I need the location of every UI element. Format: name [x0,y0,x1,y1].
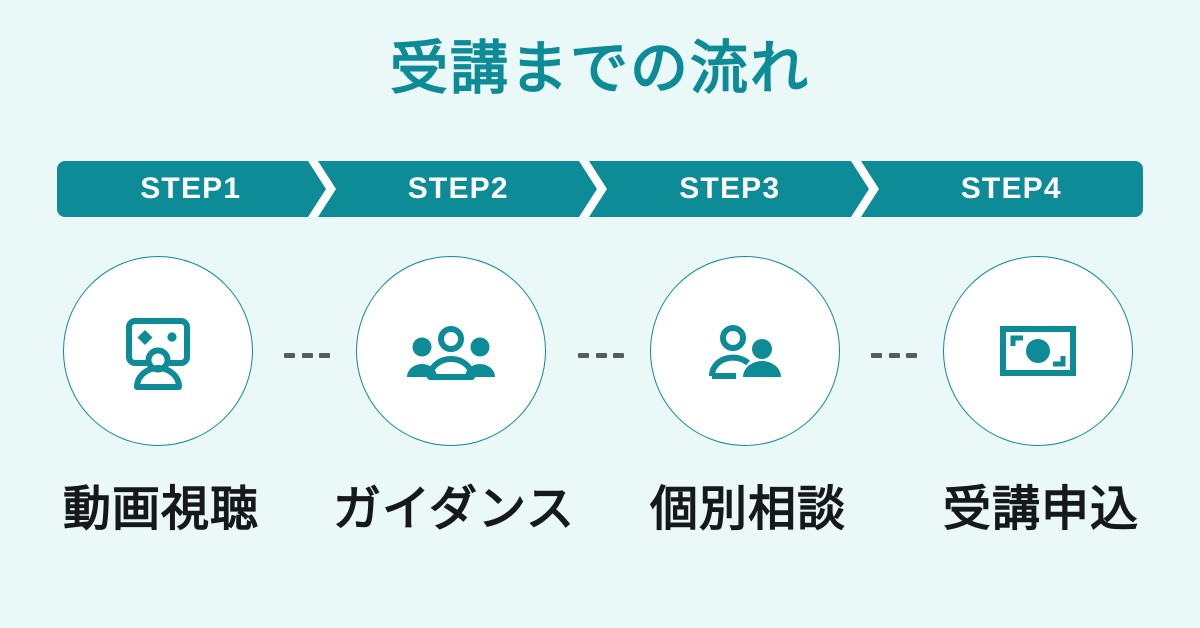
flow-node-label-4: 受講申込 [942,483,1139,536]
icon-circle-2 [356,256,546,446]
step-bar-item-2[interactable]: STEP2 [329,161,607,217]
connector-2-3 [578,352,624,358]
flow-node-2[interactable] [356,256,552,452]
step-bar: STEP1 STEP2 STEP3 ST [57,161,1143,217]
banknote-icon [1000,326,1076,376]
step-bar-label-4: STEP4 [960,172,1062,205]
dashed-line-icon [888,352,900,358]
flow-node-3[interactable] [650,256,846,452]
flow-node-4[interactable] [943,256,1139,452]
connector-3-4 [871,352,917,358]
flow-node-labels: 動画視聴 ガイダンス 個別相談 受講申込 [0,478,1200,550]
dashed-line-icon [301,352,313,358]
dashed-line-icon [284,352,295,358]
page-title: 受講までの流れ [389,36,810,101]
step-bar-item-1[interactable]: STEP1 [57,161,336,217]
two-people-icon [708,325,781,379]
group-people-icon [407,326,495,380]
dashed-line-icon [871,352,882,358]
icon-circle-3 [650,256,840,446]
dashed-line-icon [578,352,589,358]
step-bar-label-3: STEP3 [679,172,781,205]
flow-node-1[interactable] [63,256,259,452]
step-bar-item-4[interactable]: STEP4 [872,161,1144,217]
step-bar-label-2: STEP2 [407,172,509,205]
step-bar-label-1: STEP1 [140,172,242,205]
video-lecture-icon [126,318,190,390]
flow-node-label-2: ガイダンス [332,483,576,536]
step-bar-item-3[interactable]: STEP3 [600,161,879,217]
dashed-line-icon [595,352,607,358]
dashed-line-icon [613,352,624,358]
dashed-line-icon [906,352,917,358]
dashed-line-icon [319,352,330,358]
flow-nodes [0,256,1200,452]
icon-circle-4 [943,256,1133,446]
flow-node-label-1: 動画視聴 [62,483,259,536]
icon-circle-1 [63,256,253,446]
flow-node-label-3: 個別相談 [649,483,846,536]
connector-1-2 [284,352,330,358]
